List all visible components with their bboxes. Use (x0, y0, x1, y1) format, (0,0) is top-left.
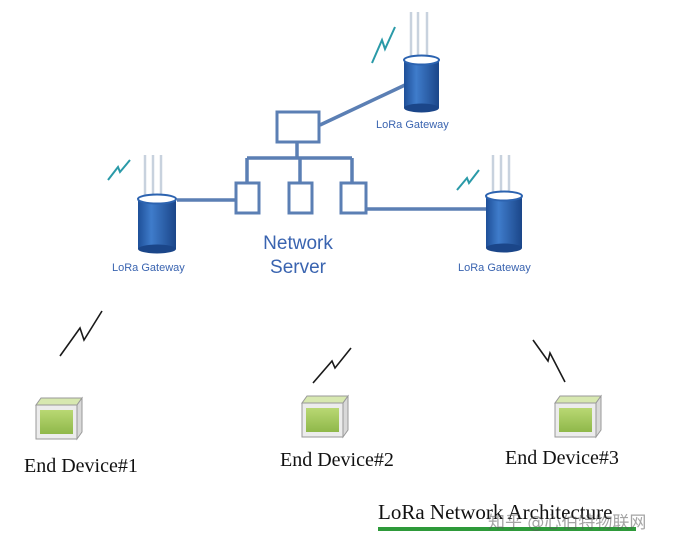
server-box-middle (287, 181, 314, 215)
signal-icon (107, 159, 131, 181)
signal-icon (456, 169, 480, 191)
signal-icon (371, 26, 396, 64)
gateway-right (456, 155, 523, 253)
link-top-gateway (319, 83, 406, 127)
gateway-top (371, 12, 440, 113)
signal-icon (532, 339, 566, 383)
server-box-top (275, 110, 321, 144)
end-device-3-icon (554, 394, 602, 439)
antenna-icon (143, 155, 163, 199)
watermark: 知乎 @心伯特物联网 (488, 513, 647, 533)
end-device-3-label: End Device#3 (505, 447, 619, 469)
end-device-1-icon (35, 396, 83, 441)
gateway-cylinder-icon (485, 190, 523, 253)
gateway-right-label: LoRa Gateway (458, 262, 531, 274)
caption-underline (378, 527, 636, 531)
gateway-cylinder-icon (137, 193, 177, 254)
gateway-left-label: LoRa Gateway (112, 262, 185, 274)
gateway-top-label: LoRa Gateway (376, 119, 449, 131)
network-server-line1: Network (263, 233, 333, 254)
network-server-line2: Server (270, 257, 326, 278)
end-device-1-label: End Device#1 (24, 455, 138, 477)
network-server-node (234, 110, 368, 215)
signal-icon (59, 310, 103, 357)
end-device-2-label: End Device#2 (280, 449, 394, 471)
server-box-right (339, 181, 368, 215)
server-box-left (234, 181, 261, 215)
antenna-icon (409, 12, 429, 58)
end-device-2-icon (301, 394, 349, 439)
antenna-icon (491, 155, 511, 196)
gateway-left (107, 155, 177, 254)
network-server-label: Network Server (252, 232, 344, 280)
device-signals (59, 310, 566, 384)
diagram-caption: LoRa Network Architecture (378, 500, 613, 524)
signal-icon (312, 347, 352, 384)
gateway-cylinder-icon (403, 54, 440, 113)
network-links (177, 83, 488, 211)
